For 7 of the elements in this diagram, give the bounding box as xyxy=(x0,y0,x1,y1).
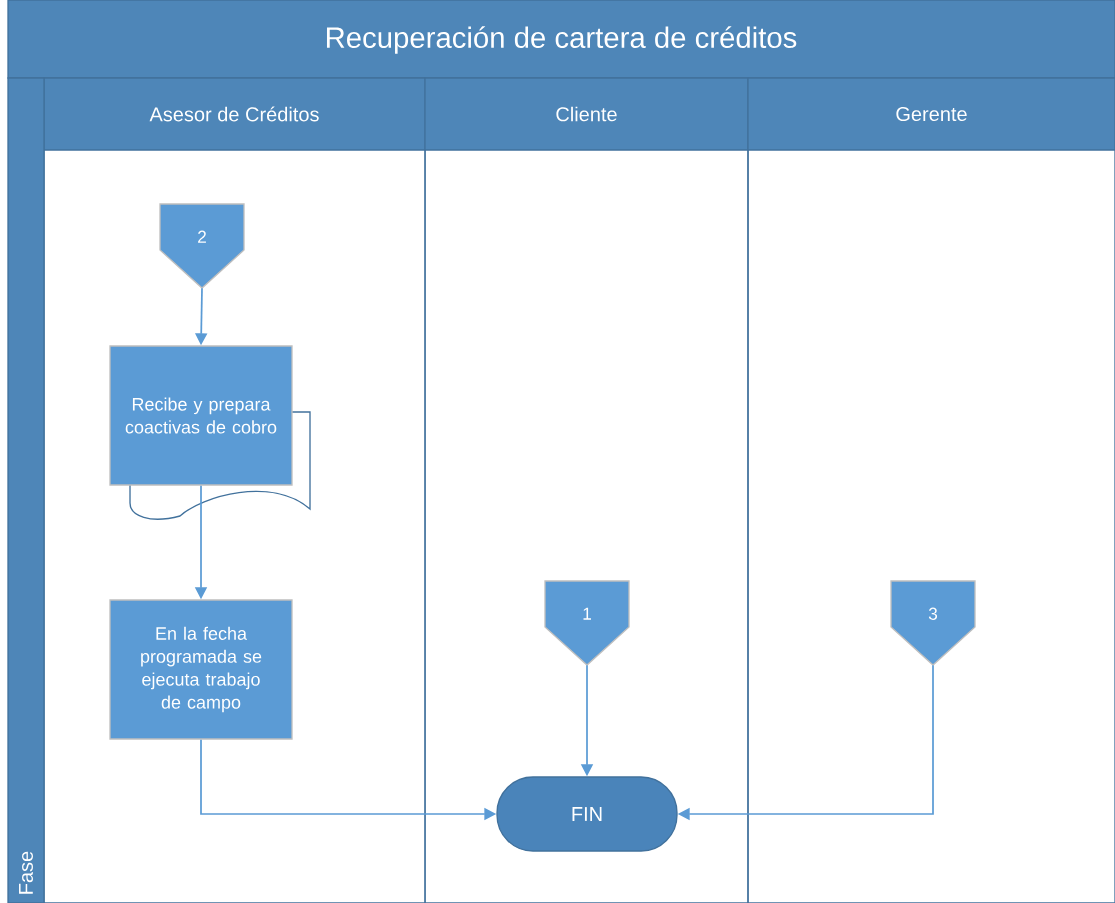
process-box: En la fecha programada se ejecuta trabajo de campo xyxy=(109,599,293,740)
phase-band: Fase xyxy=(7,77,45,903)
off-page-connector: 1 xyxy=(544,580,630,666)
terminator: FIN xyxy=(496,776,678,852)
off-page-connector: 3 xyxy=(890,580,976,666)
off-page-connector: 2 xyxy=(159,203,245,289)
document-box: Recibe y prepara coactivas de cobro xyxy=(109,345,311,520)
